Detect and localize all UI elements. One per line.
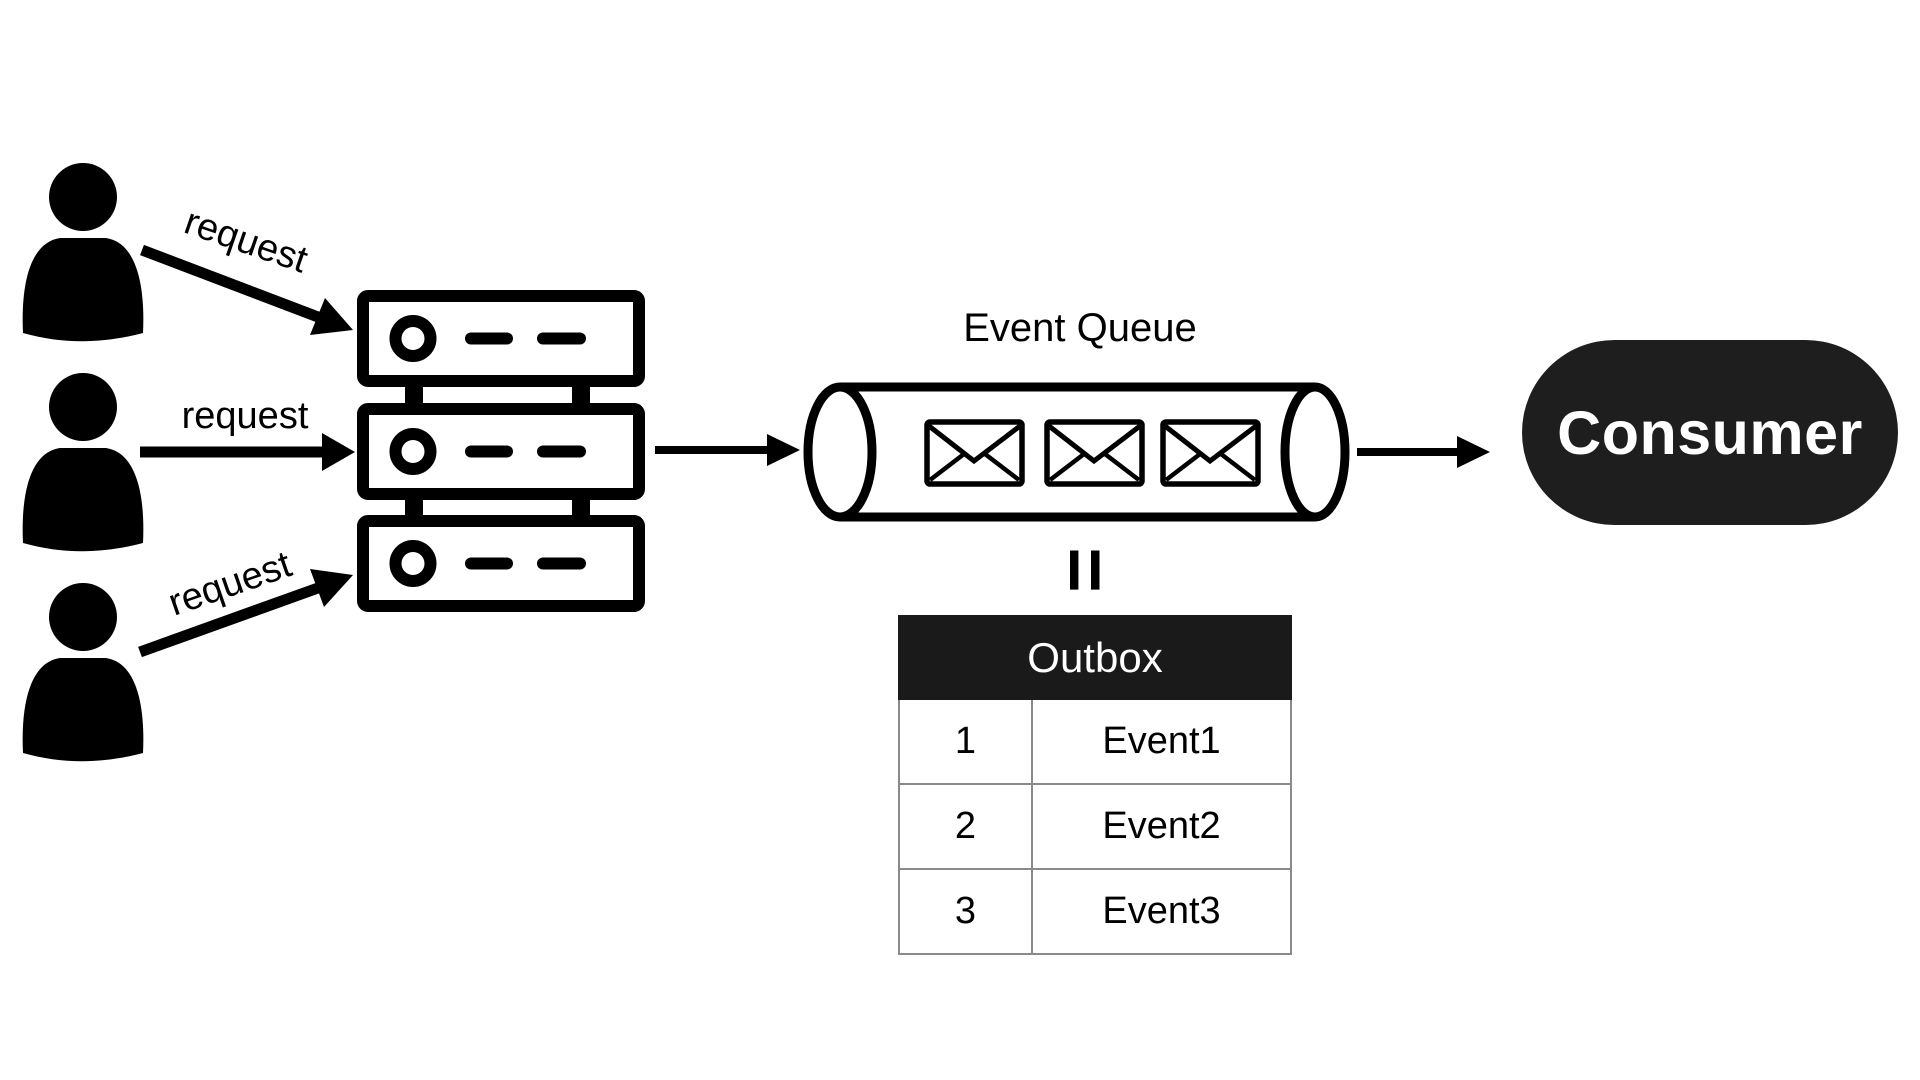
- cylinder-queue-icon: [803, 382, 1350, 522]
- person-torso: [22, 658, 144, 762]
- server-slot: [537, 332, 586, 345]
- outbox-table-body: 1 Event1 2 Event2 3 Event3: [898, 700, 1292, 955]
- server-led-icon: [389, 428, 437, 475]
- table-row: 1 Event1: [900, 700, 1290, 783]
- server-unit: [357, 290, 645, 387]
- server-rack-icon: [357, 290, 645, 612]
- server-slot: [465, 445, 513, 458]
- person-icon: [22, 373, 144, 552]
- event-queue-label: Event Queue: [963, 306, 1197, 350]
- person-head: [49, 373, 117, 441]
- person-head: [49, 163, 117, 231]
- person-icon: [22, 583, 144, 762]
- request-arrow-2: [140, 433, 355, 471]
- row-event: Event2: [1102, 805, 1221, 847]
- request-label: request: [181, 395, 309, 437]
- envelope-icon: [1044, 419, 1145, 487]
- server-led-icon: [389, 540, 437, 587]
- arrow-queue-to-consumer: [1357, 436, 1490, 468]
- server-slot: [465, 332, 513, 345]
- request-arrow-1: [140, 244, 353, 335]
- request-arrow-3: [138, 569, 353, 658]
- person-head: [49, 583, 117, 651]
- outbox-table: Outbox 1 Event1 2 Event2 3 Event3: [898, 615, 1292, 955]
- person-icon: [22, 163, 144, 342]
- table-row: 2 Event2: [900, 783, 1290, 868]
- arrow-server-to-queue: [655, 434, 800, 466]
- row-event: Event1: [1102, 720, 1221, 762]
- cylinder-right-cap: [1280, 382, 1350, 522]
- server-slot: [537, 557, 586, 570]
- consumer-label: Consumer: [1557, 398, 1863, 467]
- server-slot: [537, 445, 586, 458]
- server-slot: [465, 557, 513, 570]
- outbox-table-header: Outbox: [898, 615, 1292, 700]
- consumer-node: Consumer: [1522, 340, 1898, 525]
- server-unit: [357, 403, 645, 500]
- row-seq: 2: [900, 785, 1033, 868]
- person-torso: [22, 448, 144, 552]
- equals-icon: =: [1042, 547, 1131, 593]
- server-led-icon: [389, 315, 437, 362]
- cylinder-left-cap: [803, 382, 877, 522]
- envelope-icon: [924, 419, 1025, 487]
- person-torso: [22, 238, 144, 342]
- table-row: 3 Event3: [900, 868, 1290, 953]
- row-seq: 3: [900, 870, 1033, 953]
- envelope-icon: [1160, 419, 1261, 487]
- server-unit: [357, 515, 645, 612]
- row-seq: 1: [900, 700, 1033, 783]
- row-event: Event3: [1102, 890, 1221, 932]
